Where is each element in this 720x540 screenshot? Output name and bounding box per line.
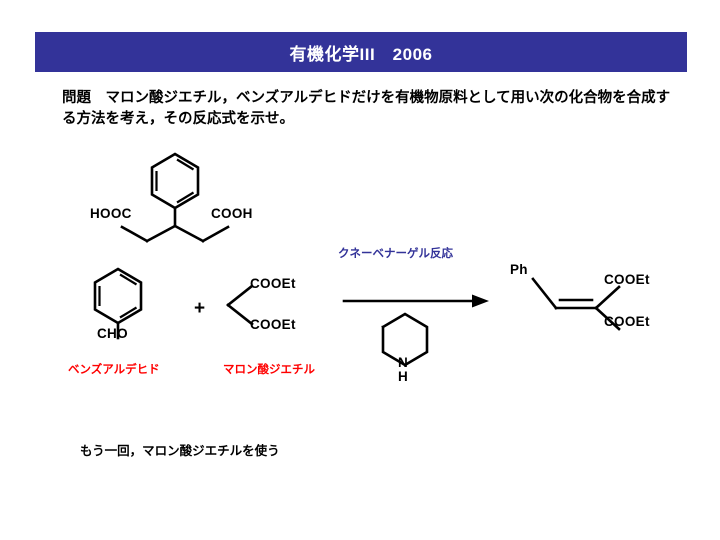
benzaldehyde-name-label: ベンズアルデヒド xyxy=(68,364,160,376)
malonate-cooet-bottom-label: COOEt xyxy=(250,317,296,332)
product-cooet-top-label: COOEt xyxy=(604,272,650,287)
benzaldehyde-cho-label: CHO xyxy=(97,326,128,341)
plus-sign: + xyxy=(194,298,206,319)
malonate-cooet-top-label: COOEt xyxy=(250,276,296,291)
product-cooet-bottom-label: COOEt xyxy=(604,314,650,329)
reaction-arrow xyxy=(342,294,489,308)
product-skeleton xyxy=(531,277,621,331)
piperidine-skeleton xyxy=(381,312,429,367)
problem-statement: 問題 マロン酸ジエチル，ベンズアルデヒドだけを有機物原料として用い次の化合物を合… xyxy=(62,90,671,128)
title-banner: 有機化学III 2006 xyxy=(35,32,687,72)
piperidine-n-label: N xyxy=(398,355,409,370)
target-cooh-label: COOH xyxy=(211,206,253,221)
piperidine-h-label: H xyxy=(398,369,409,384)
knoevenagel-reaction-caption: クネーベナーゲル反応 xyxy=(338,248,453,260)
target-molecule-skeleton xyxy=(120,152,230,243)
bottom-note: もう一回，マロン酸ジエチルを使う xyxy=(80,444,280,458)
product-ph-label: Ph xyxy=(510,262,528,277)
benzaldehyde-skeleton xyxy=(93,267,143,340)
page-title: 有機化学III 2006 xyxy=(289,44,433,64)
malonate-skeleton xyxy=(226,284,254,326)
target-hooc-label: HOOC xyxy=(90,206,132,221)
malonate-name-label: マロン酸ジエチル xyxy=(223,364,315,376)
